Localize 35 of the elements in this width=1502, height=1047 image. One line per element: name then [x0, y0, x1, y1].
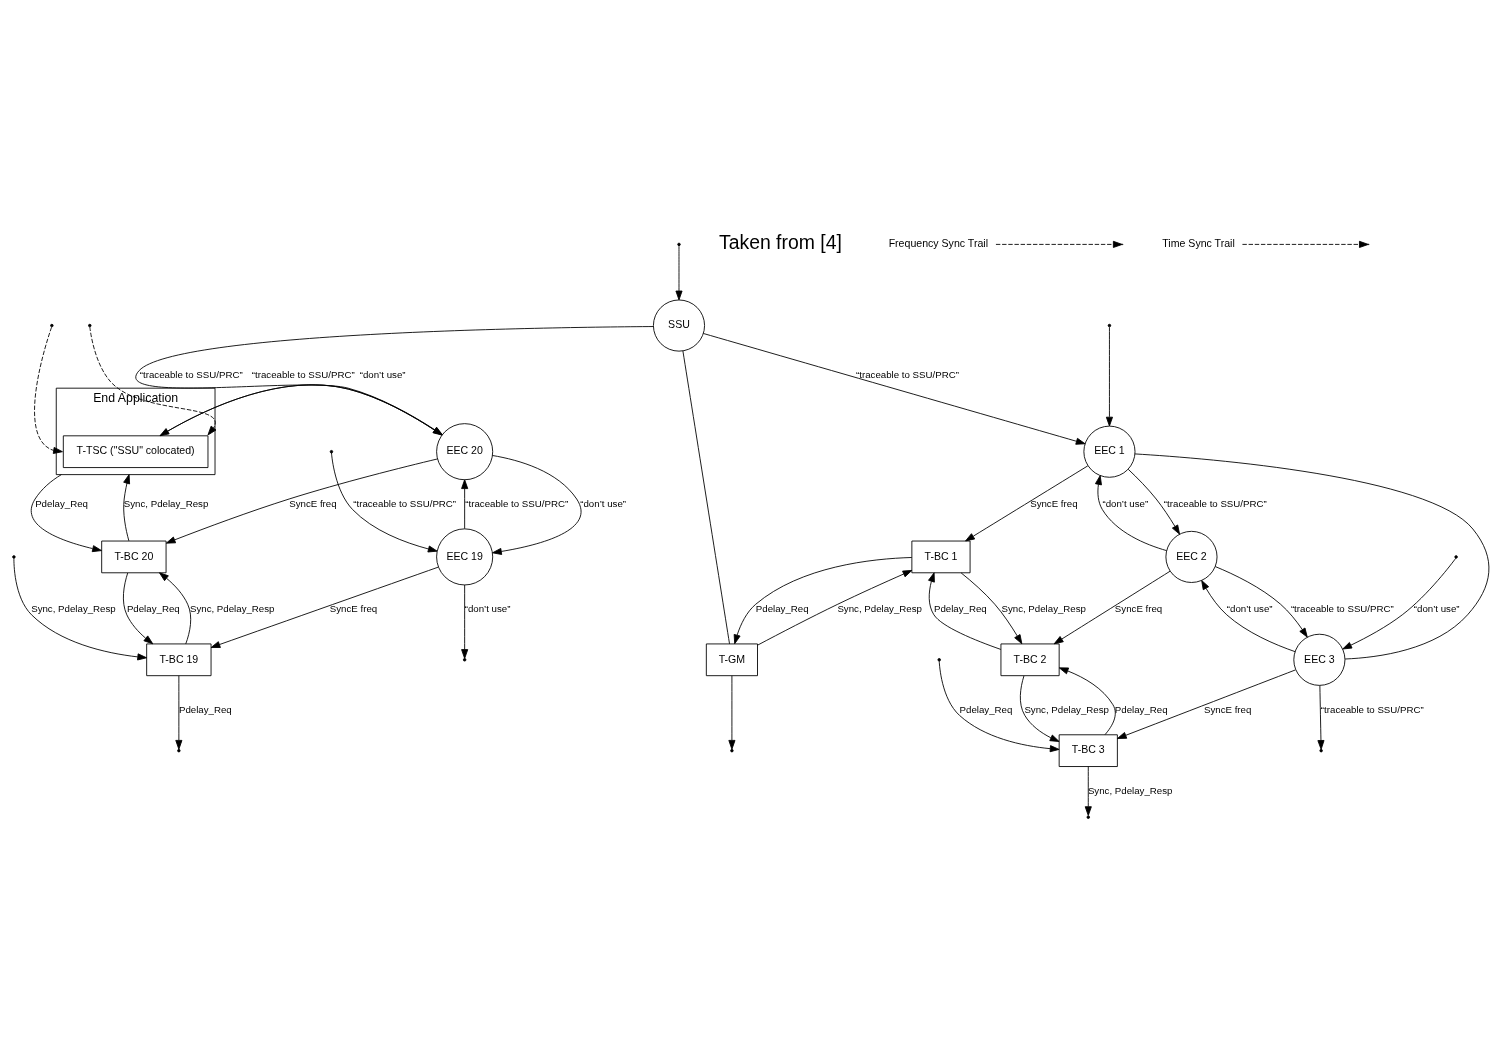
edge-label: “don’t use” — [1102, 497, 1149, 509]
edge-label: “don’t use” — [580, 497, 627, 509]
edge-label: SyncE freq — [289, 497, 337, 509]
edge-label: Pdelay_Req — [1114, 703, 1168, 715]
edge-label: “traceable to SSU/PRC” — [1163, 497, 1267, 509]
edge-label: Pdelay_Req — [126, 603, 180, 614]
legend-label: Time Sync Trail — [1162, 237, 1235, 250]
edge-label: “traceable to SSU/PRC” — [251, 369, 355, 381]
edge-label: “don’t use” — [359, 369, 406, 381]
edge-label: “traceable to SSU/PRC” — [1290, 603, 1394, 614]
edge-label: Pdelay_Req — [35, 497, 88, 509]
edge-label: “traceable to SSU/PRC” — [139, 369, 243, 381]
edge-label: Sync, Pdelay_Resp — [189, 603, 275, 614]
edge-label: “don’t use” — [1226, 603, 1273, 614]
label: Taken from [4] — [719, 231, 842, 254]
edge-label: Sync, Pdelay_Resp — [837, 603, 922, 614]
edge-label: SyncE freq — [1030, 497, 1078, 509]
edge-label: Pdelay_Req — [959, 703, 1013, 715]
edge-label: “don’t use” — [1413, 603, 1460, 614]
edge-label: Sync, Pdelay_Resp — [123, 497, 209, 509]
edge-label: Pdelay_Req — [178, 703, 232, 715]
legend-label: Frequency Sync Trail — [888, 237, 988, 250]
edge-label: Pdelay_Req — [755, 603, 809, 614]
edge-label: Pdelay_Req — [933, 603, 987, 614]
edge-label: Sync, Pdelay_Resp — [1024, 703, 1109, 715]
edge-label: “don’t use” — [464, 603, 511, 614]
edge-label: “traceable to SSU/PRC” — [856, 369, 959, 381]
edge-label: “traceable to SSU/PRC” — [465, 497, 569, 509]
edge-label: SyncE freq — [1114, 603, 1163, 614]
edge-label: SyncE freq — [1203, 703, 1252, 715]
edge-label: Sync, Pdelay_Resp — [31, 603, 116, 614]
edge-label: “traceable to SSU/PRC” — [353, 497, 457, 509]
edge-label: SyncE freq — [329, 603, 378, 614]
edge-label: “traceable to SSU/PRC” — [1320, 703, 1424, 715]
edge-label: Sync, Pdelay_Resp — [1001, 603, 1086, 614]
